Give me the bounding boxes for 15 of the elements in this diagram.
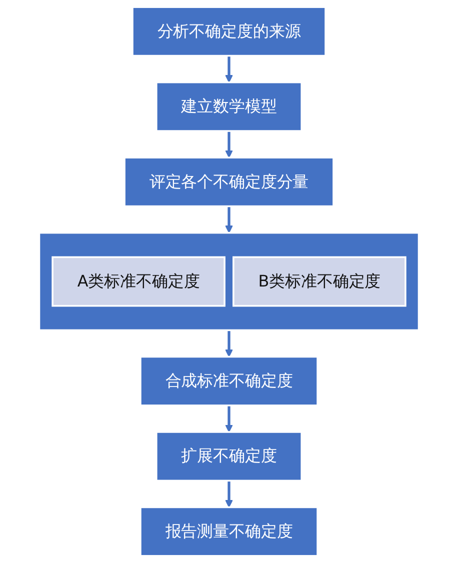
arrow bbox=[225, 330, 233, 358]
arrow bbox=[225, 131, 233, 158]
node-box: 分析不确定度的来源 bbox=[132, 6, 326, 57]
node-box: A类标准不确定度 bbox=[52, 256, 226, 307]
node-box: 评定各个不确定度分量 bbox=[124, 156, 334, 208]
arrow bbox=[225, 56, 233, 83]
node-box: 建立数学模型 bbox=[156, 81, 302, 132]
node-box: 合成标准不确定度 bbox=[140, 356, 318, 406]
node-box: B类标准不确定度 bbox=[232, 256, 406, 307]
node-box: 报告测量不确定度 bbox=[140, 506, 318, 557]
node-box: 扩展不确定度 bbox=[156, 431, 302, 482]
arrow bbox=[225, 206, 233, 234]
cluster bbox=[38, 232, 420, 332]
arrow bbox=[225, 480, 233, 508]
arrow bbox=[225, 405, 233, 432]
